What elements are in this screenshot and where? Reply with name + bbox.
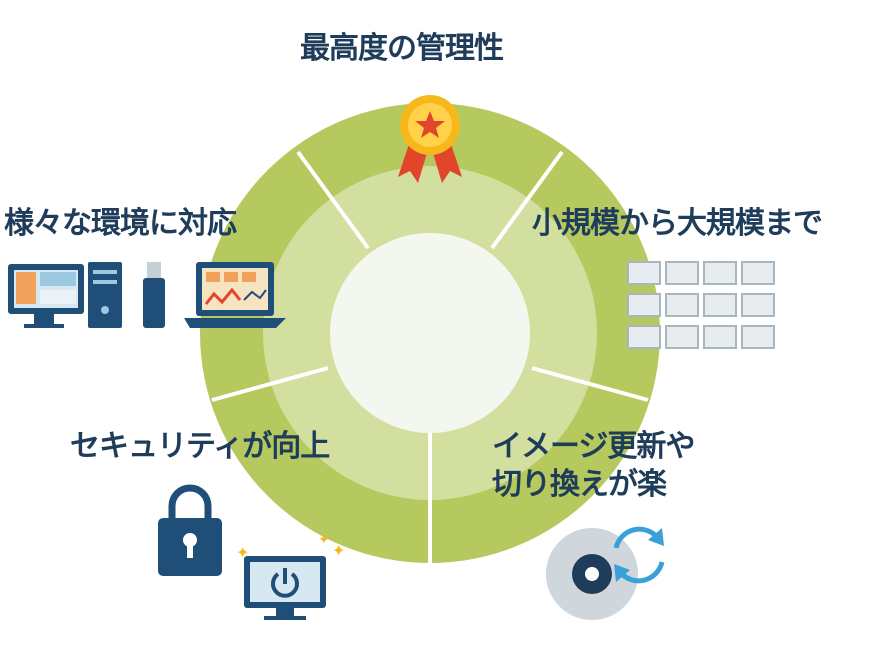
monitor-grid-icon: [627, 261, 775, 349]
padlock-icon: [158, 484, 222, 576]
feature-label-image-update-line2: 切り換えが楽: [492, 467, 667, 502]
feature-label-environments: 様々な環境に対応: [4, 206, 237, 241]
feature-label-image-update-line1: イメージ更新や: [492, 429, 695, 464]
feature-label-scale: 小規模から大規模まで: [532, 206, 823, 241]
award-medal-icon: [398, 95, 462, 183]
usb-stick-icon: [143, 262, 165, 328]
ring-center: [330, 233, 530, 433]
ring-diagram: [200, 103, 660, 563]
disc-icon: [546, 528, 638, 620]
ring-separators: [211, 150, 649, 563]
laptop-icon: [184, 262, 286, 328]
power-monitor-icon: ✦ ✦ ✦: [236, 532, 345, 620]
feature-label-manageability: 最高度の管理性: [300, 31, 504, 66]
svg-text:✦: ✦: [236, 543, 249, 562]
feature-label-security: セキュリティが向上: [70, 429, 330, 464]
feature-label-image-update: イメージ更新や 切り換えが楽: [492, 428, 695, 504]
desktop-pc-icon: [8, 262, 122, 328]
svg-text:✦: ✦: [332, 541, 345, 560]
refresh-icon: [613, 526, 665, 584]
svg-text:✦: ✦: [318, 532, 330, 548]
